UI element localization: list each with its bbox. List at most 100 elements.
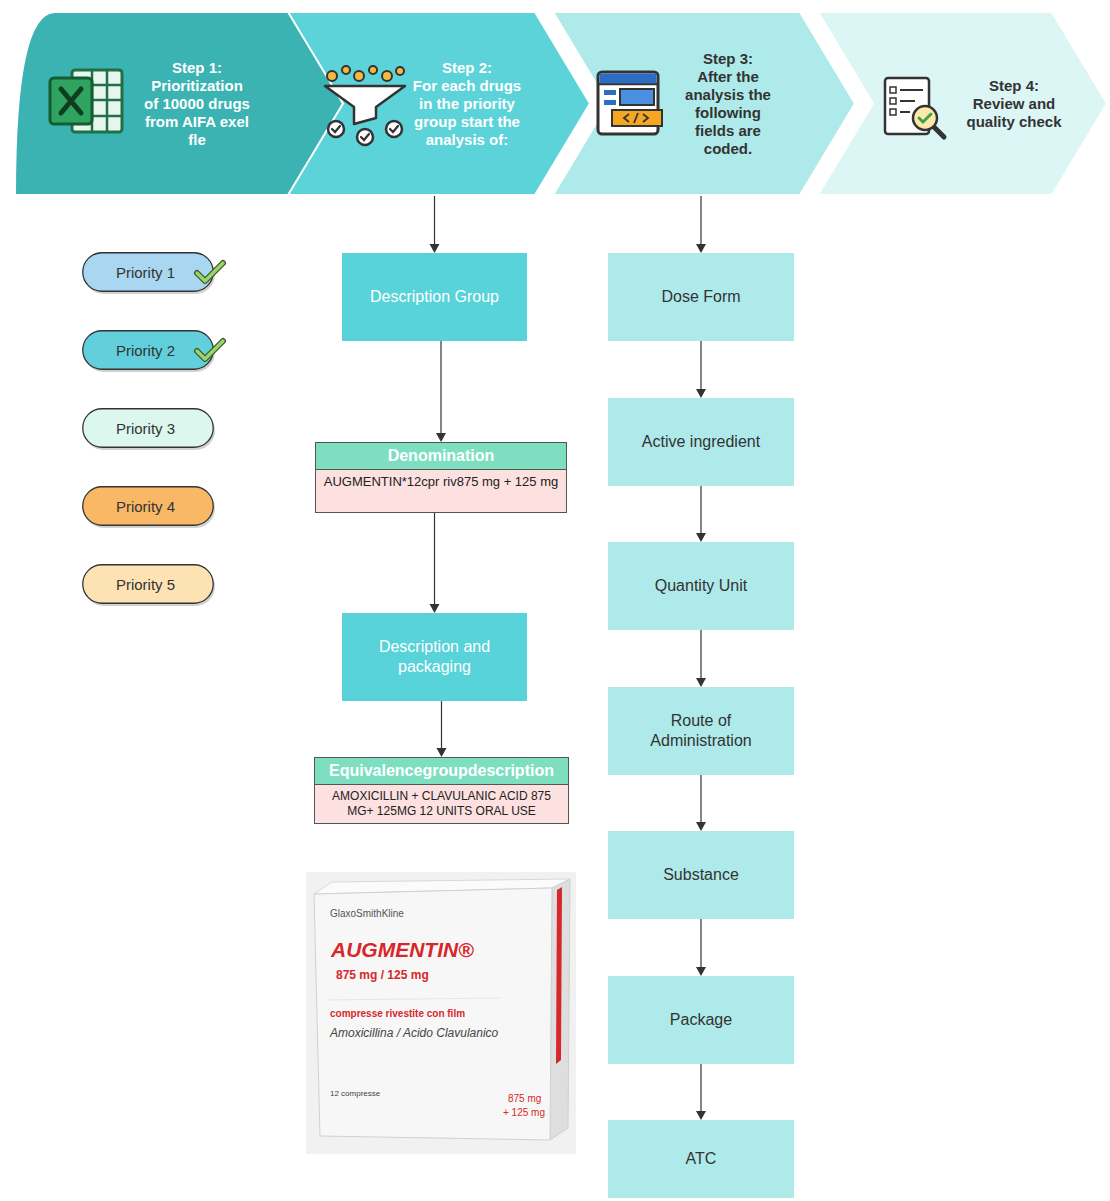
arrow-head (696, 967, 706, 976)
arrow-head (696, 678, 706, 687)
icon-part (919, 114, 931, 122)
chevron-outline (15, 12, 345, 195)
step-chevron: Step 2:For each drugs in the priority gr… (288, 12, 590, 195)
arrow-head (437, 748, 447, 757)
package-text: + 125 mg (503, 1107, 545, 1119)
connector (436, 341, 446, 442)
connector (696, 341, 706, 398)
priority-pill: Priority 3 (82, 408, 215, 449)
icon-part (386, 121, 402, 137)
field-box: Quantity Unit (608, 542, 794, 630)
connector-line (434, 195, 435, 245)
icon-part (354, 71, 364, 81)
icon-part (604, 100, 616, 105)
step-text: Step 3:After the analysis the following … (677, 50, 779, 158)
table-cell: AMOXICILLIN + CLAVULANIC ACID 875 MG+ 12… (315, 785, 568, 823)
step-heading: Step 4: (958, 77, 1070, 95)
check-mark (197, 263, 223, 281)
table-header-band: Equivalencegroupdescription (315, 758, 568, 785)
icon-part (624, 113, 648, 123)
process-box: Description Group (342, 253, 527, 341)
photo-ground (306, 872, 576, 1154)
icon-part (61, 89, 81, 113)
icon-part (332, 126, 398, 140)
step-icon (325, 66, 405, 145)
field-box: Dose Form (608, 253, 794, 341)
icon-part (325, 86, 405, 124)
icon-part (396, 67, 404, 75)
icon-part (369, 66, 377, 74)
priority-pill: Priority 5 (82, 564, 215, 605)
field-box: Route of Administration (608, 687, 794, 775)
step-description: Review and quality check (958, 95, 1070, 131)
icon-part (382, 71, 392, 81)
icon-part (327, 71, 337, 81)
connector (430, 195, 440, 253)
connector (437, 701, 447, 757)
step-chevron: Step 3:After the analysis the following … (553, 12, 855, 195)
pill-outline (83, 487, 214, 526)
connector-line (700, 341, 701, 390)
priority-pill: Priority 2 (82, 330, 215, 371)
arrow-head (696, 244, 706, 253)
connector-line (700, 919, 701, 968)
step-description: Prioritization of 10000 drugs from AIFA … (143, 77, 251, 149)
connector-line (700, 775, 701, 823)
icon-part (620, 89, 654, 105)
table-header: Denomination (388, 446, 495, 466)
step-chevron: Step 4:Review and quality check (818, 12, 1107, 195)
node-shape (818, 12, 1107, 195)
package-text: 12 compresse (330, 1089, 380, 1099)
connector (696, 775, 706, 831)
arrow-head (430, 244, 440, 253)
step-heading: Step 3: (677, 50, 779, 68)
arrow-head (436, 433, 446, 442)
arrow-head (696, 822, 706, 831)
icon-part (357, 129, 373, 145)
arrow-head (696, 533, 706, 542)
connector-line (440, 341, 441, 434)
package-text: 875 mg / 125 mg (336, 968, 429, 982)
priority-label: Priority 4 (116, 498, 175, 515)
box-label: Route of Administration (626, 711, 776, 751)
priority-pill: Priority 4 (82, 486, 215, 527)
box-side-stripe (556, 887, 562, 1064)
pill-outline (83, 253, 214, 292)
chevron-outline (818, 12, 1107, 195)
priority-label: Priority 2 (116, 342, 175, 359)
connector (696, 195, 706, 253)
box-label: Dose Form (661, 287, 740, 307)
check-mark (197, 341, 223, 359)
step-icon (50, 70, 122, 132)
box-label: Package (670, 1010, 732, 1030)
arrow-head (696, 1111, 706, 1120)
step-icon (885, 78, 944, 137)
icon-part (604, 90, 616, 95)
connector (696, 1064, 706, 1120)
field-box: Active ingredient (608, 398, 794, 486)
priority-pill: Priority 1 (82, 252, 215, 293)
connector-line (700, 486, 701, 534)
step-chevron: Step 1:Prioritization of 10000 drugs fro… (15, 12, 345, 195)
connector-line (700, 195, 701, 245)
icon-part (890, 87, 896, 93)
connector-line (441, 701, 442, 749)
step-heading: Step 1: (143, 59, 251, 77)
step-description: For each drugs in the priority group sta… (412, 77, 522, 149)
icon-part (890, 109, 896, 115)
connector (696, 486, 706, 542)
step-description: After the analysis the following fields … (677, 68, 779, 158)
table-header: Equivalencegroupdescription (329, 761, 554, 781)
connector (696, 919, 706, 976)
check-mark-outline (197, 263, 223, 281)
table-cell: AUGMENTIN*12cpr riv875 mg + 125 mg (316, 470, 566, 494)
pill-outline (83, 565, 214, 604)
field-table: DenominationAUGMENTIN*12cpr riv875 mg + … (315, 442, 567, 513)
package-text: AUGMENTIN® (331, 938, 474, 961)
icon-part (934, 127, 944, 137)
process-box: Description and packaging (342, 613, 527, 701)
arrow-head (696, 389, 706, 398)
box-label: Substance (663, 865, 739, 885)
step-text: Step 1:Prioritization of 10000 drugs fro… (143, 59, 251, 149)
